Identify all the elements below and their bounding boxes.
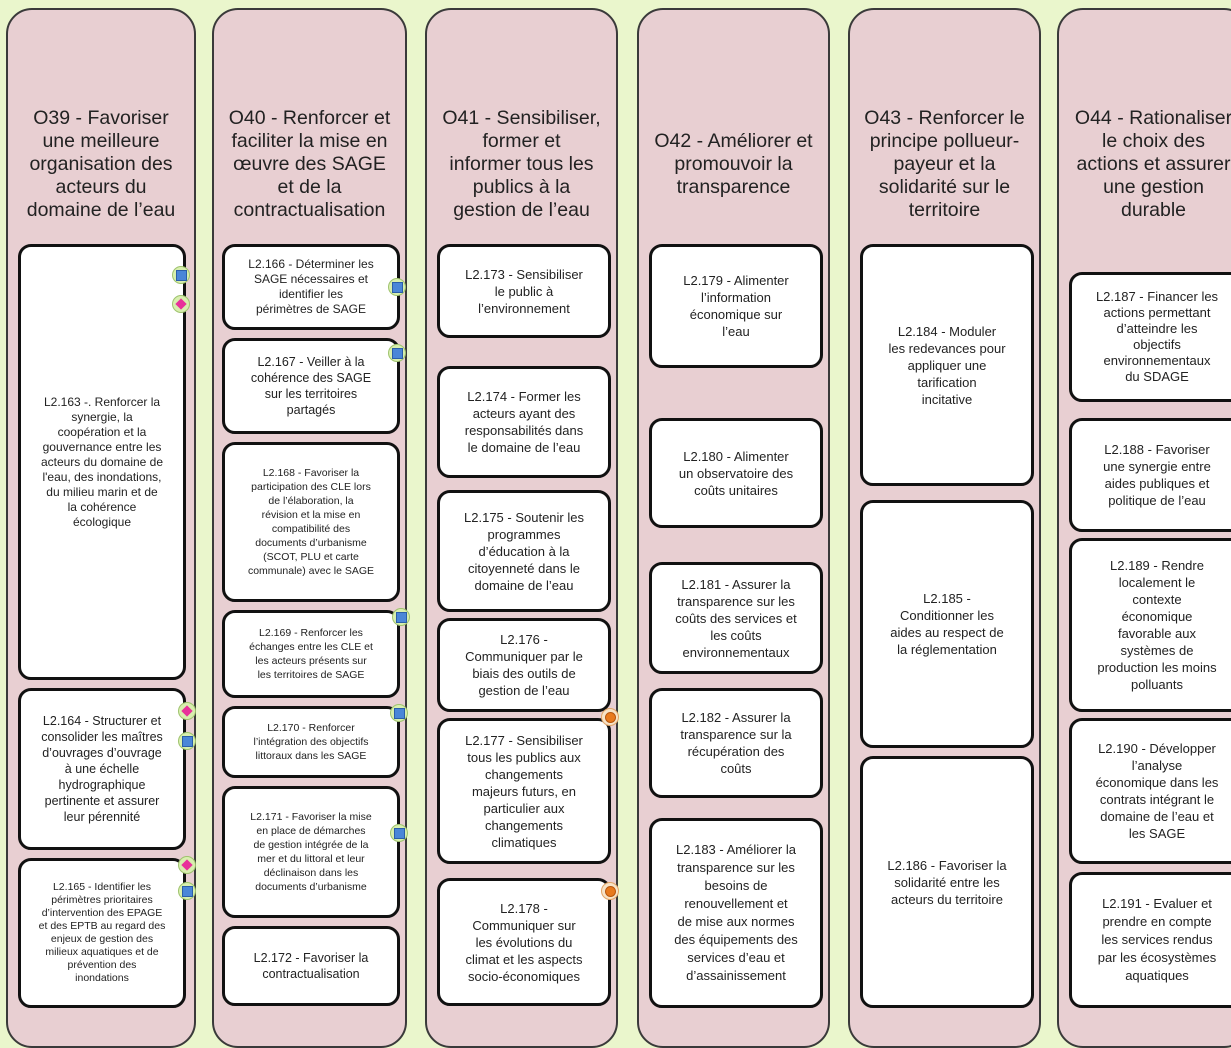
- column-title: O40 - Renforcer et faciliter la mise en …: [228, 106, 391, 221]
- measure-box-l2-163: L2.163 -. Renforcer la synergie, la coop…: [18, 244, 186, 680]
- measure-box-l2-182: L2.182 - Assurer la transparence sur la …: [649, 688, 823, 798]
- square-marker-icon: [388, 344, 406, 362]
- measure-box-l2-179: L2.179 - Alimenter l’information économi…: [649, 244, 823, 368]
- diamond-marker-icon: [178, 856, 196, 874]
- measure-box-l2-191: L2.191 - Evaluer et prendre en compte le…: [1069, 872, 1231, 1008]
- measure-box-l2-190: L2.190 - Développer l’analyse économique…: [1069, 718, 1231, 864]
- square-marker-icon: [178, 882, 196, 900]
- measure-box-l2-168: L2.168 - Favoriser la participation des …: [222, 442, 400, 602]
- column-o43: O43 - Renforcer le principe pollueur- pa…: [848, 8, 1041, 1048]
- column-o39: O39 - Favoriser une meilleure organisati…: [6, 8, 196, 1048]
- square-marker-icon: [172, 266, 190, 284]
- square-marker-icon: [178, 732, 196, 750]
- measure-box-l2-167: L2.167 - Veiller à la cohérence des SAGE…: [222, 338, 400, 434]
- column-o40: O40 - Renforcer et faciliter la mise en …: [212, 8, 410, 1048]
- measure-box-l2-175: L2.175 - Soutenir les programmes d’éduca…: [437, 490, 611, 612]
- measure-box-l2-184: L2.184 - Moduler les redevances pour app…: [860, 244, 1034, 486]
- measure-box-l2-185: L2.185 - Conditionner les aides au respe…: [860, 500, 1034, 748]
- measure-box-l2-177: L2.177 - Sensibiliser tous les publics a…: [437, 718, 611, 864]
- dot-marker-icon: [601, 708, 619, 726]
- column-o44: O44 - Rationaliser le choix des actions …: [1057, 8, 1231, 1048]
- column-title: O42 - Améliorer et promouvoir la transpa…: [654, 129, 813, 198]
- measure-box-l2-189: L2.189 - Rendre localement le contexte é…: [1069, 538, 1231, 712]
- measure-box-l2-173: L2.173 - Sensibiliser le public à l’envi…: [437, 244, 611, 338]
- measure-box-l2-170: L2.170 - Renforcer l’intégration des obj…: [222, 706, 400, 778]
- column-o41: O41 - Sensibiliser, former et informer t…: [425, 8, 619, 1048]
- column-title: O39 - Favoriser une meilleure organisati…: [26, 106, 176, 221]
- measure-box-l2-180: L2.180 - Alimenter un observatoire des c…: [649, 418, 823, 528]
- measure-box-l2-183: L2.183 - Améliorer la transparence sur l…: [649, 818, 823, 1008]
- measure-box-l2-169: L2.169 - Renforcer les échanges entre le…: [222, 610, 400, 698]
- measure-box-l2-176: L2.176 - Communiquer par le biais des ou…: [437, 618, 611, 712]
- column-title: O43 - Renforcer le principe pollueur- pa…: [864, 106, 1025, 221]
- measure-box-l2-164: L2.164 - Structurer et consolider les ma…: [18, 688, 186, 850]
- measure-box-l2-178: L2.178 - Communiquer sur les évolutions …: [437, 878, 611, 1006]
- measure-box-l2-174: L2.174 - Former les acteurs ayant des re…: [437, 366, 611, 478]
- diamond-marker-icon: [178, 702, 196, 720]
- measure-box-l2-165: L2.165 - Identifier les périmètres prior…: [18, 858, 186, 1008]
- column-title: O44 - Rationaliser le choix des actions …: [1074, 106, 1231, 221]
- square-marker-icon: [390, 824, 408, 842]
- measure-box-l2-181: L2.181 - Assurer la transparence sur les…: [649, 562, 823, 674]
- square-marker-icon: [388, 278, 406, 296]
- measure-box-l2-187: L2.187 - Financer les actions permettant…: [1069, 272, 1231, 402]
- measure-box-l2-172: L2.172 - Favoriser la contractualisation: [222, 926, 400, 1006]
- column-o42: O42 - Améliorer et promouvoir la transpa…: [637, 8, 830, 1048]
- dot-marker-icon: [601, 882, 619, 900]
- measure-box-l2-188: L2.188 - Favoriser une synergie entre ai…: [1069, 418, 1231, 532]
- square-marker-icon: [392, 608, 410, 626]
- diamond-marker-icon: [172, 295, 190, 313]
- measure-box-l2-166: L2.166 - Déterminer les SAGE nécessaires…: [222, 244, 400, 330]
- measure-box-l2-186: L2.186 - Favoriser la solidarité entre l…: [860, 756, 1034, 1008]
- measure-box-l2-171: L2.171 - Favoriser la mise en place de d…: [222, 786, 400, 918]
- column-title: O41 - Sensibiliser, former et informer t…: [442, 106, 601, 221]
- square-marker-icon: [390, 704, 408, 722]
